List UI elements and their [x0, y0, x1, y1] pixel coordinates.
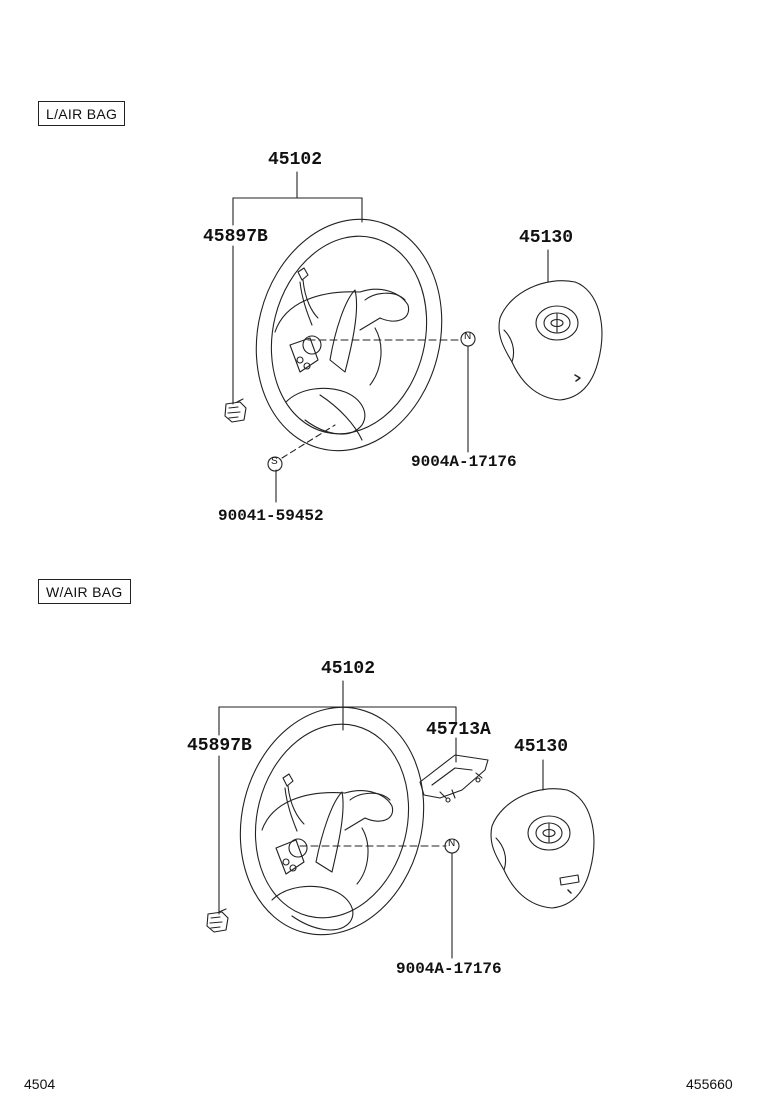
part-number-pad: 45130 [519, 228, 574, 248]
switch-icon [419, 754, 489, 803]
section-2-leaders [218, 680, 544, 959]
bolt-icon [224, 398, 247, 423]
section-1-leaders [232, 171, 549, 503]
nut-marker-1 [460, 331, 476, 347]
steering-wheel-icon [255, 218, 443, 452]
screw-marker-label: S [271, 456, 278, 467]
steering-wheel-icon-2 [239, 706, 425, 936]
part-number-assembly: 45102 [268, 150, 323, 170]
airbag-pad-icon-2 [490, 788, 595, 909]
section-label-no-airbag: L/AIR BAG [38, 101, 126, 126]
nut-marker-label-2: N [448, 838, 456, 849]
part-number-switch: 45713A [426, 720, 491, 740]
screw-marker-1 [267, 456, 283, 472]
part-number-nut-2: 9004A-17176 [396, 960, 502, 978]
airbag-pad-icon [498, 280, 603, 401]
part-number-nut: 9004A-17176 [411, 453, 517, 471]
section-label-with-airbag: W/AIR BAG [38, 579, 131, 604]
footer-left-code: 4504 [24, 1076, 56, 1092]
part-number-screw: 90041-59452 [218, 507, 324, 525]
nut-marker-2 [444, 838, 460, 854]
nut-marker-label: N [464, 331, 472, 342]
bolt-icon-2 [206, 908, 229, 933]
footer-right-code: 455660 [686, 1076, 733, 1092]
part-number-assembly-2: 45102 [321, 659, 376, 679]
part-number-pad-2: 45130 [514, 737, 569, 757]
part-number-bolt-2: 45897B [187, 736, 252, 756]
part-number-bolt: 45897B [203, 227, 268, 247]
